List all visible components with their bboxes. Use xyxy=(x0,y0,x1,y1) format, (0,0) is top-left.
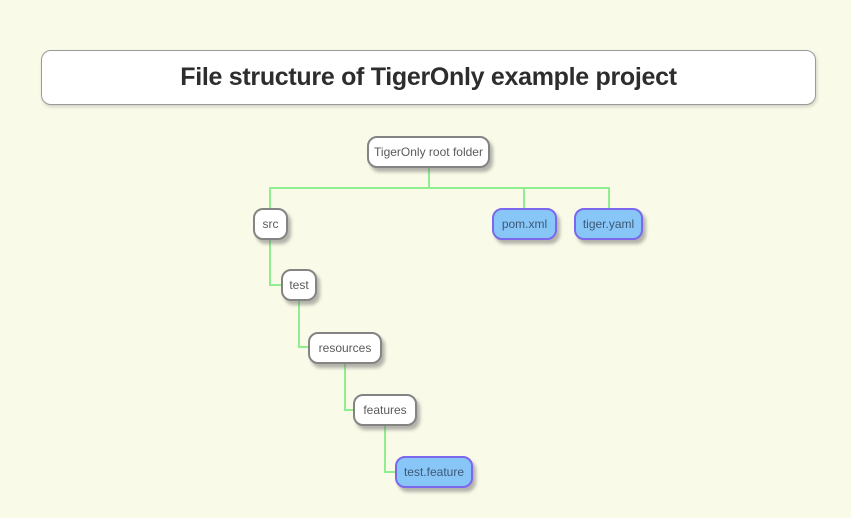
connector-features-test-feature xyxy=(384,425,399,473)
node-tiger-yaml: tiger.yaml xyxy=(574,208,643,240)
node-tigeronly-root-folder: TigerOnly root folder xyxy=(367,136,490,168)
node-pom-xml: pom.xml xyxy=(492,208,557,240)
node-test-feature: test.feature xyxy=(395,456,473,488)
node-features: features xyxy=(353,394,417,426)
node-resources: resources xyxy=(308,332,382,364)
connector-src-test xyxy=(269,239,285,286)
connector-test-resources xyxy=(298,300,312,348)
node-test: test xyxy=(281,269,317,301)
page-title: File structure of TigerOnly example proj… xyxy=(180,63,677,91)
node-src: src xyxy=(253,208,288,240)
title-box: File structure of TigerOnly example proj… xyxy=(41,50,816,105)
